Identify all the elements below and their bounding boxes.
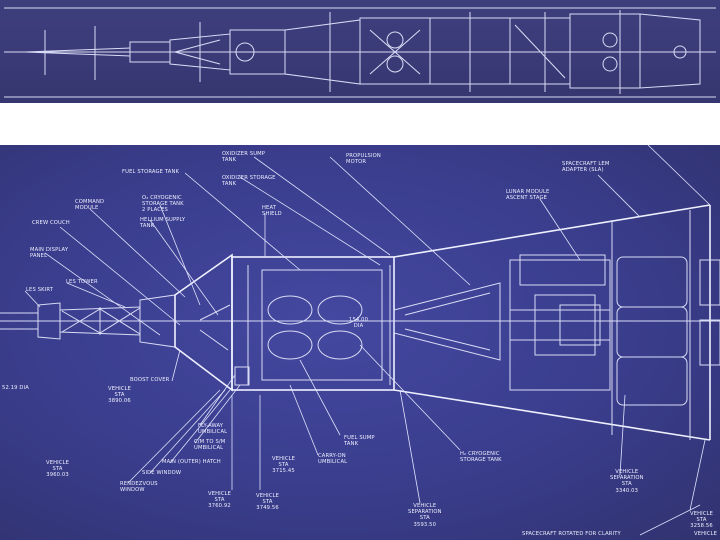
label-spacecraft-rotated: SPACECRAFT ROTATED FOR CLARITY <box>522 531 621 537</box>
label-les-skirt: LES SKIRT <box>26 287 54 293</box>
label-vehicle-bottom: VEHICLE <box>694 531 718 537</box>
label-dia-52: 52.19 DIA <box>2 385 29 391</box>
propulsion-nozzle <box>393 282 501 361</box>
overview-rocket-drawing <box>4 7 716 98</box>
command-module-outline <box>174 253 233 392</box>
label-boost-cover: BOOST COVER <box>130 377 170 383</box>
label-main-hatch: MAIN (OUTER) HATCH <box>162 459 221 465</box>
service-module-outline <box>231 256 395 391</box>
label-fuel-storage-tank: FUEL STORAGE TANK <box>122 169 180 175</box>
blueprint-overview-strip <box>0 0 720 103</box>
label-side-window: SIDE WINDOW <box>142 470 182 476</box>
label-les-tower: LES TOWER <box>66 279 98 285</box>
lunar-module-structure <box>509 210 720 440</box>
sla-adapter-outline <box>393 204 711 441</box>
label-crew-couch: CREW COUCH <box>32 220 70 226</box>
spacecraft-cutaway-drawing <box>0 145 720 536</box>
